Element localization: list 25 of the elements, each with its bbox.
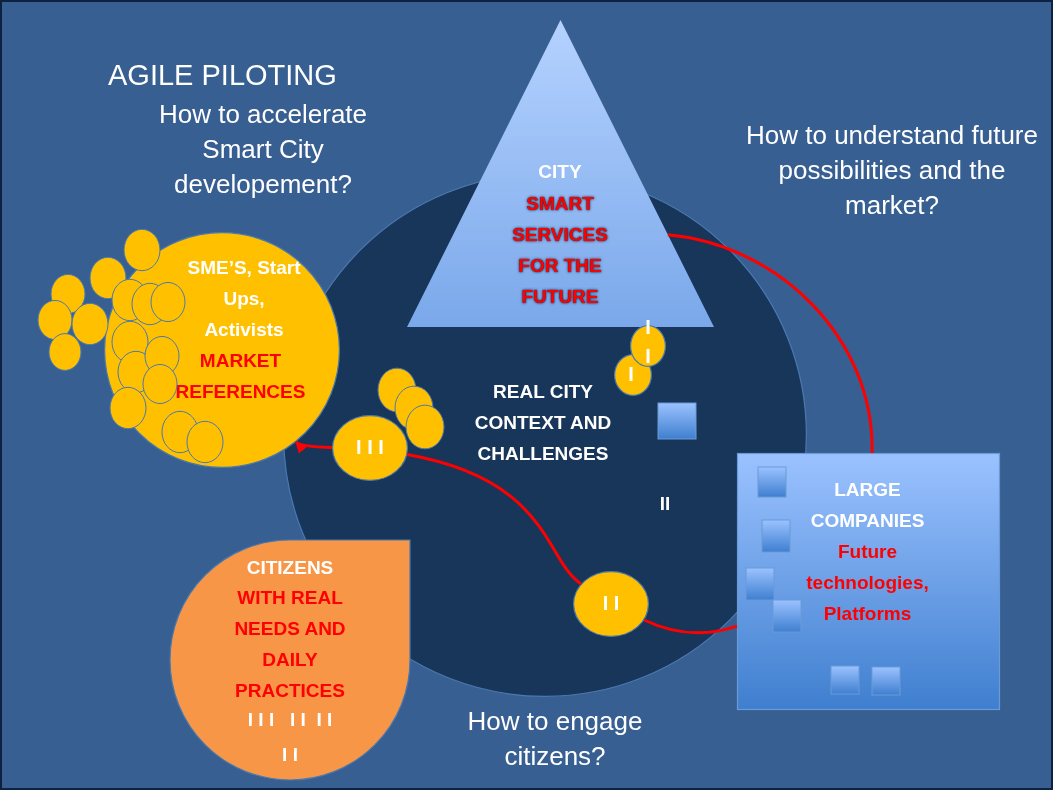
tally-mark: I — [644, 344, 652, 369]
tally-marks: I I I I I I I — [246, 708, 334, 732]
heading-text: CITIZENS — [245, 556, 335, 580]
title: AGILE PILOTING — [108, 58, 338, 93]
heading-text: REAL CITY CONTEXT AND CHALLENGES — [473, 380, 613, 466]
question-text: How to understand future possibilities and the market? — [745, 119, 1039, 222]
heading-text: LARGE COMPANIES — [809, 478, 926, 533]
body-text: Future technologies, Platforms — [805, 540, 930, 626]
body-text: MARKET REFERENCES — [174, 349, 307, 404]
heading-text: CITY — [537, 160, 583, 184]
tally-marks: I I I — [355, 435, 385, 460]
tally-mark: I — [627, 362, 635, 387]
tally-marks: II — [658, 492, 672, 516]
tally-marks: I I — [601, 591, 621, 616]
connector-line — [643, 618, 738, 635]
tally-mark: I — [644, 315, 652, 340]
body-text: WITH REAL NEEDS AND DAILY PRACTICES — [233, 586, 347, 703]
body-text: SMART SERVICES FOR THE FUTURE — [511, 192, 609, 309]
question-text: How to engage citizens? — [466, 705, 644, 773]
arrow — [295, 440, 333, 454]
question-text: How to accelerate Smart City developement? — [157, 98, 369, 201]
tally-marks: I I — [281, 743, 299, 767]
heading-text: SME’S, Start Ups, Activists — [186, 256, 302, 342]
connector-line — [406, 453, 582, 586]
connector-line — [667, 233, 874, 454]
